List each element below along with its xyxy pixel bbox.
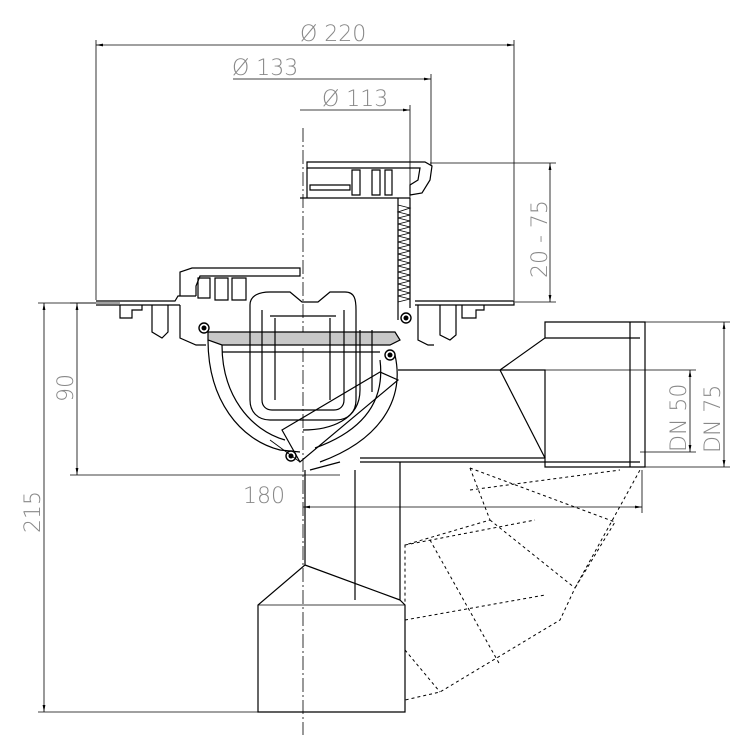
dim-dn-75: DN 75 <box>645 321 730 468</box>
drain-body <box>198 291 412 463</box>
dim-width-180: 180 <box>243 470 643 513</box>
alternative-outlet-dashed <box>404 467 641 701</box>
dim-label-215: 215 <box>21 491 46 533</box>
dim-height-90: 90 <box>54 302 340 476</box>
dim-label-220: Ø 220 <box>300 22 366 47</box>
dim-label-dn50: DN 50 <box>667 384 692 452</box>
dim-label-133: Ø 133 <box>232 56 298 81</box>
dim-label-dn75: DN 75 <box>701 385 726 453</box>
dim-diameter-220: Ø 220 <box>95 22 515 300</box>
horizontal-outlet <box>309 321 646 471</box>
vertical-outlet <box>257 462 406 713</box>
dim-diameter-133: Ø 133 <box>232 56 432 165</box>
dim-label-113: Ø 113 <box>322 87 388 112</box>
lower-frame <box>179 267 301 301</box>
dim-height-20-75: 20 - 75 <box>430 162 556 303</box>
grate-raiser <box>300 161 433 320</box>
dim-label-20-75: 20 - 75 <box>528 200 553 278</box>
dim-diameter-113: Ø 113 <box>300 87 411 735</box>
dim-height-215: 215 <box>21 302 260 713</box>
dim-label-90: 90 <box>54 374 79 402</box>
dim-dn-50: DN 50 <box>400 369 696 453</box>
dim-label-180: 180 <box>243 484 285 509</box>
flange <box>96 295 515 346</box>
